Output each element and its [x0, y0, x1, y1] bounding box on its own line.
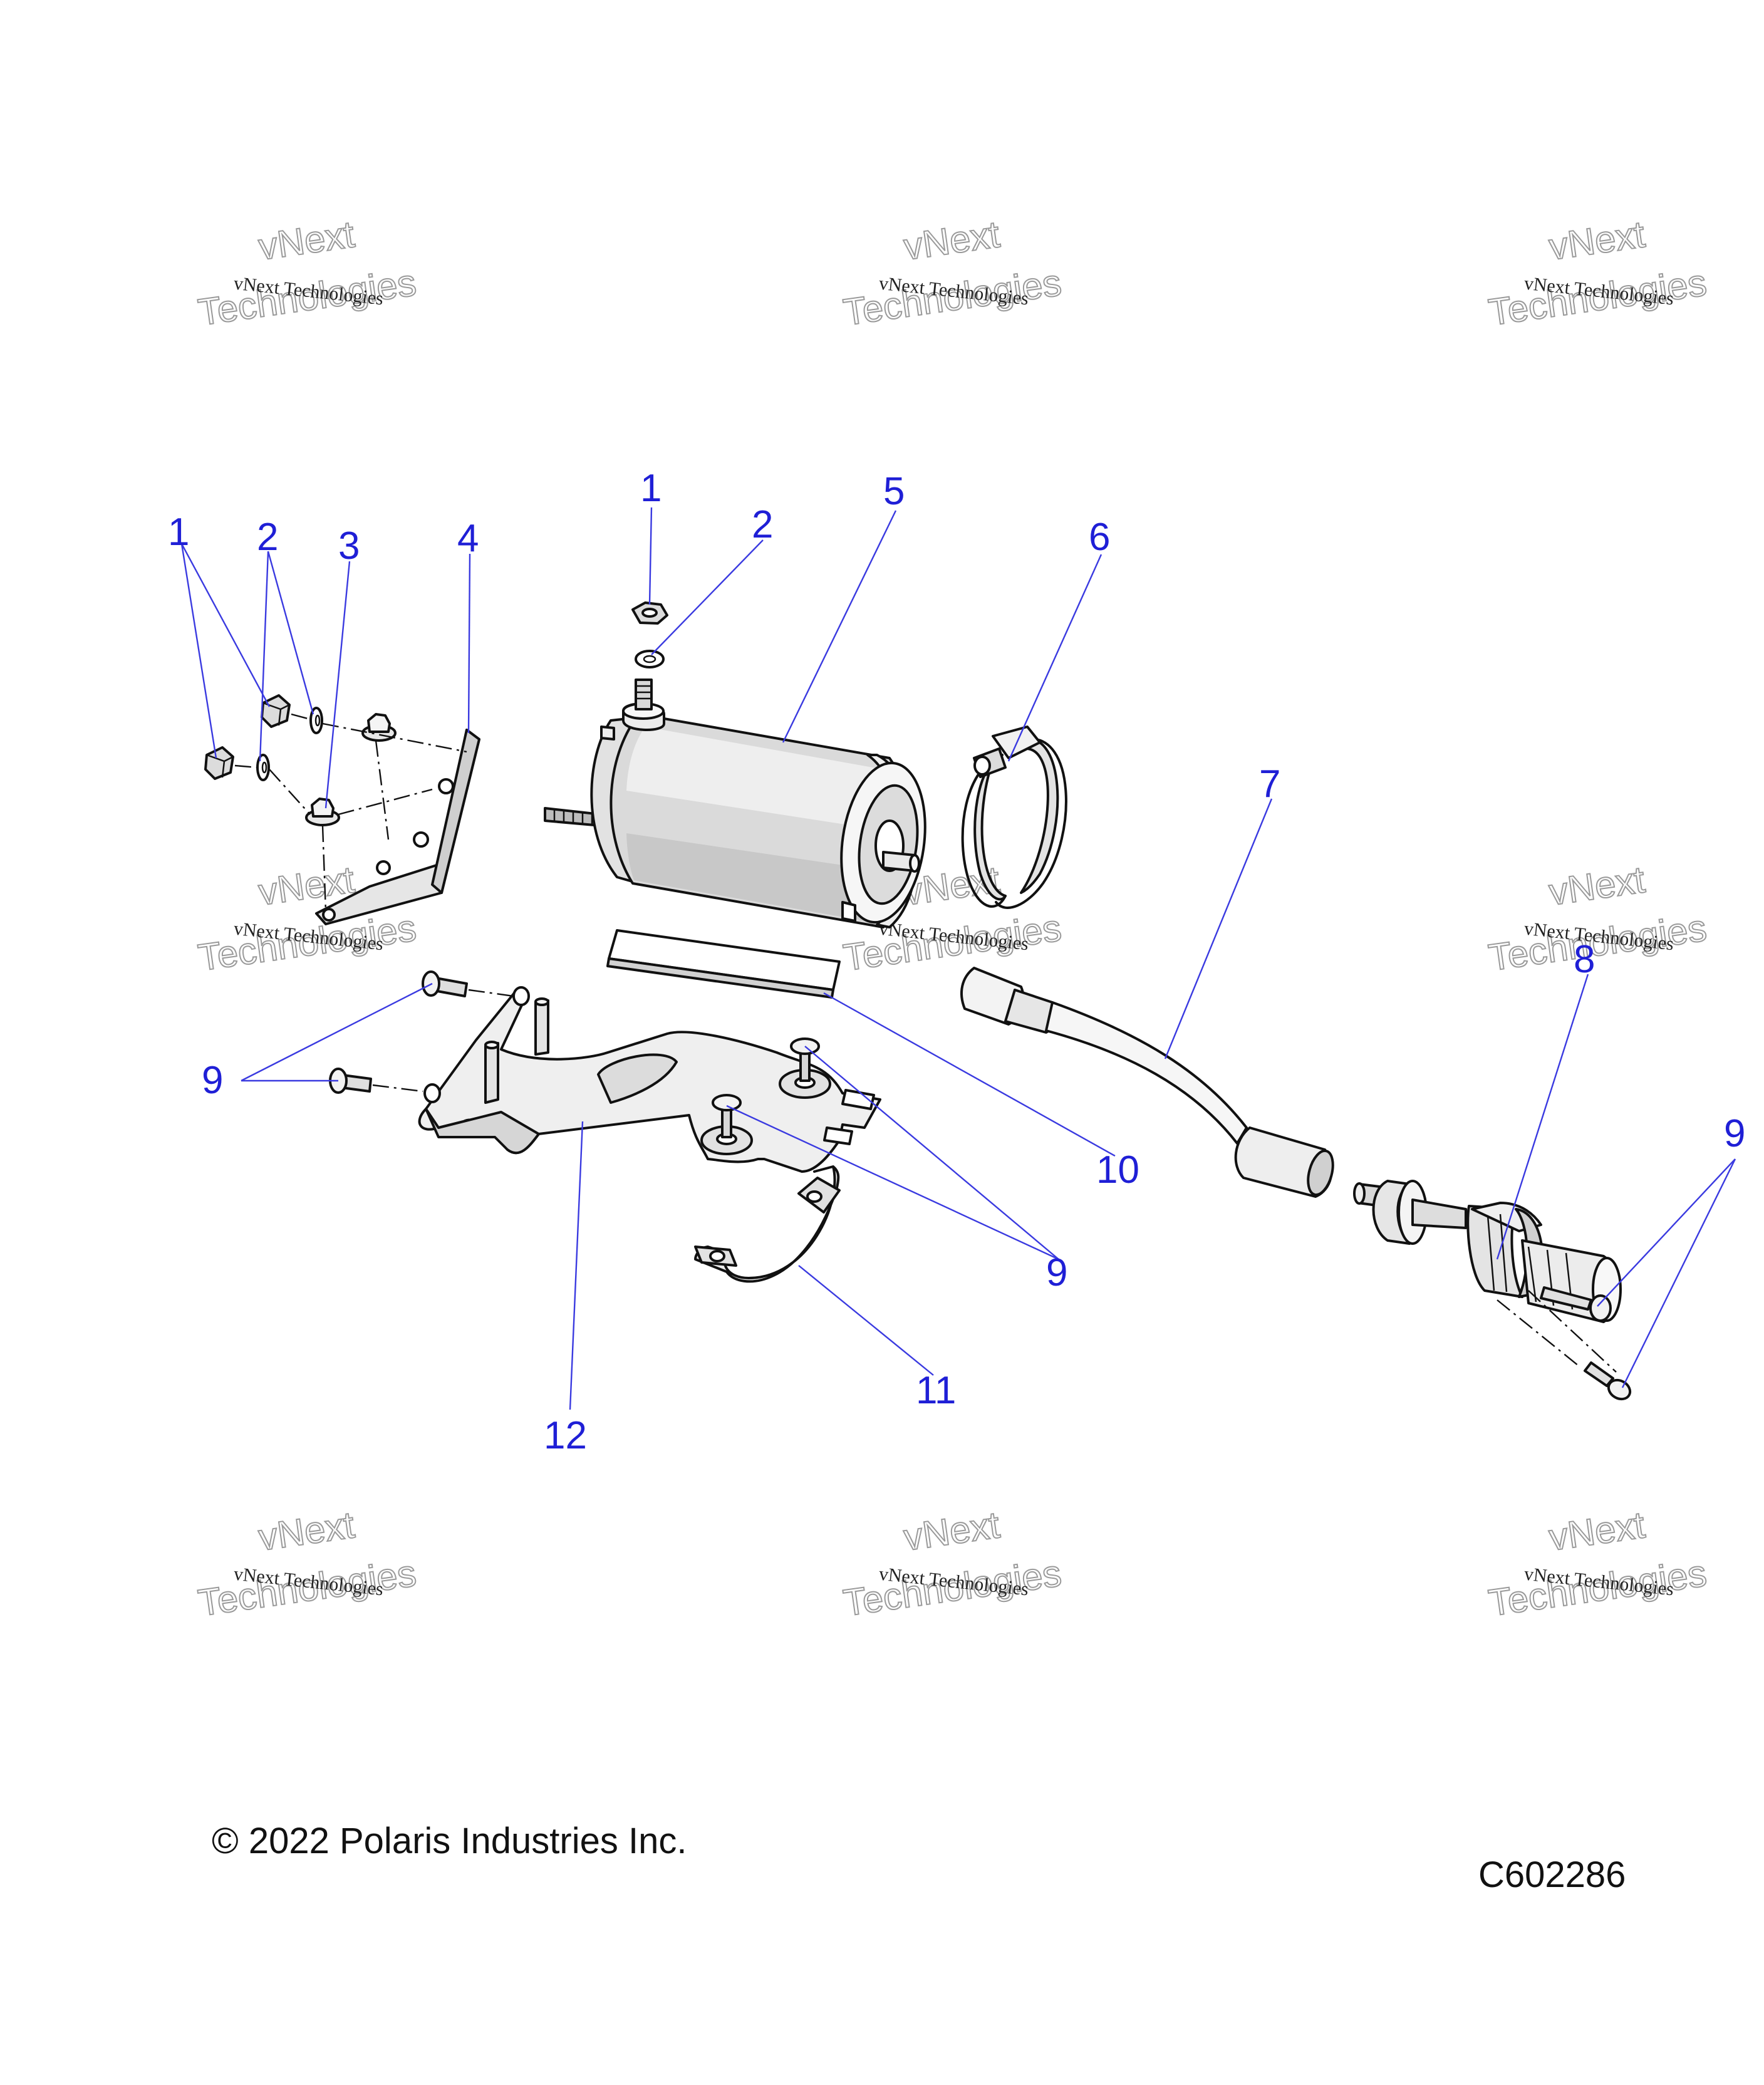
svg-text:vNext: vNext	[256, 213, 358, 268]
copyright-text: © 2022 Polaris Industries Inc.	[212, 1821, 687, 1861]
flange-nut-lower	[305, 798, 340, 826]
callout-5: 5	[883, 470, 905, 513]
foam-pad-part	[606, 929, 841, 999]
callout-10: 10	[1096, 1148, 1139, 1192]
terminal-hex-nut	[631, 601, 668, 625]
plate-bolt-left	[712, 1094, 742, 1138]
callout-11: 11	[916, 1369, 956, 1412]
hose-clamp-part	[961, 725, 1067, 909]
callout-9-middle: 9	[1046, 1251, 1067, 1294]
svg-text:vNext: vNext	[1547, 1504, 1648, 1559]
callout-7: 7	[1259, 762, 1280, 806]
callout-9-left: 9	[202, 1059, 223, 1102]
callout-1-top: 1	[640, 467, 662, 510]
callout-2-top: 2	[752, 503, 773, 546]
starter-motor-part	[544, 679, 926, 928]
plate-bolt-right	[790, 1037, 820, 1082]
hex-nut-left-lower	[204, 746, 234, 780]
watermark-bottom-center: vNext Technologies vNext Technologies	[840, 1503, 1064, 1625]
callout-1-left: 1	[168, 511, 189, 554]
main-mounting-plate-part	[418, 986, 881, 1173]
callout-4: 4	[457, 517, 479, 560]
washer-left-upper	[309, 707, 323, 734]
svg-text:vNext: vNext	[256, 1504, 358, 1559]
callout-6: 6	[1089, 516, 1110, 559]
mounting-bracket-part	[315, 729, 480, 925]
watermark-bottom-right: vNext Technologies vNext Technologies	[1485, 1503, 1710, 1625]
watermark-top-right: vNext Technologies vNext Technologies	[1485, 212, 1710, 334]
watermark-top-left: vNext Technologies vNext Technologies	[195, 212, 419, 334]
svg-text:vNext: vNext	[901, 213, 1003, 268]
clamp-strap-part	[694, 1165, 841, 1283]
leader-lines	[180, 507, 1736, 1410]
washer-left-lower	[256, 754, 270, 781]
callout-8: 8	[1574, 938, 1595, 981]
bracket-bolt-lower	[329, 1068, 372, 1094]
callout-9-right: 9	[1724, 1112, 1745, 1155]
diagram-id: C602286	[1478, 1854, 1626, 1895]
terminal-washer	[635, 650, 665, 668]
bracket-bolt-upper	[422, 970, 468, 997]
drive-screw-lower	[1584, 1361, 1632, 1401]
cable-boot-part	[960, 967, 1334, 1198]
callout-12: 12	[544, 1414, 587, 1457]
callout-2-left: 2	[257, 516, 278, 559]
svg-text:vNext: vNext	[1547, 213, 1648, 268]
watermark-top-center: vNext Technologies vNext Technologies	[840, 212, 1064, 334]
svg-text:vNext: vNext	[901, 1504, 1003, 1559]
watermark-bottom-left: vNext Technologies vNext Technologies	[195, 1503, 419, 1625]
drive-screw-upper	[1540, 1286, 1612, 1322]
callout-3: 3	[338, 524, 360, 568]
svg-text:vNext: vNext	[1547, 858, 1648, 913]
